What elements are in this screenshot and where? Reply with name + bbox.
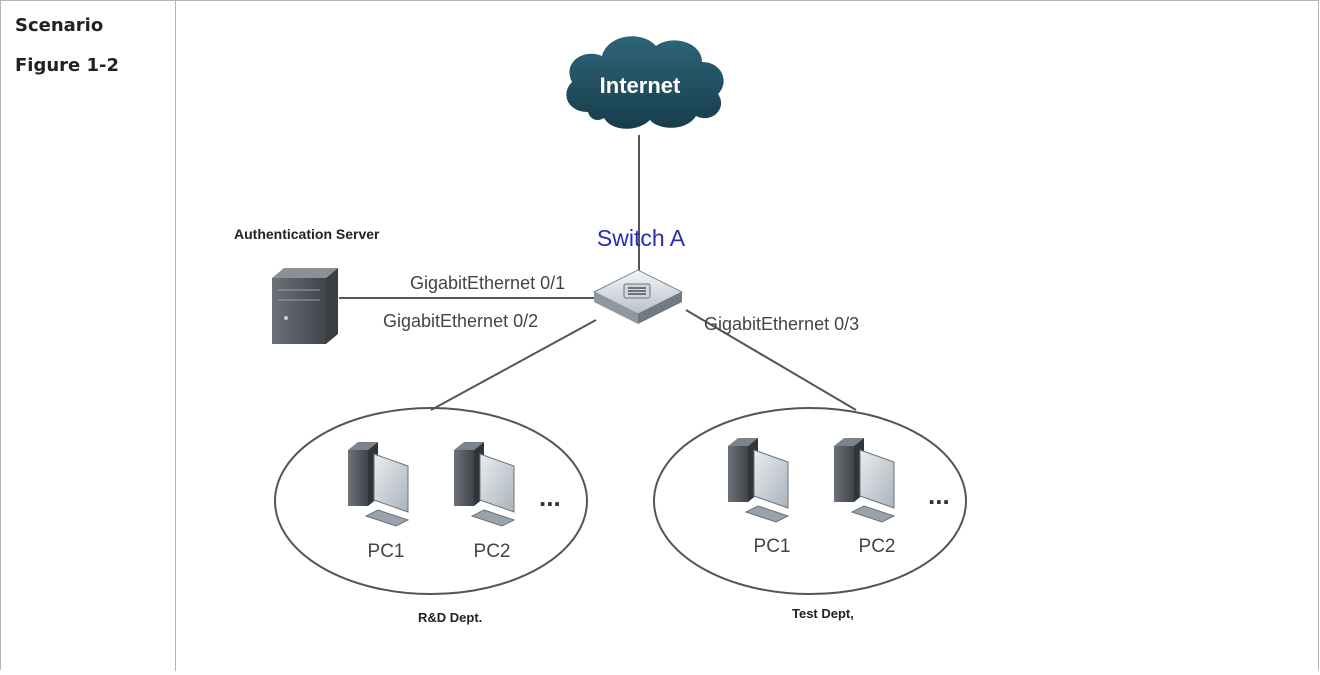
more-ellipsis: ... (928, 480, 950, 510)
internet-cloud-icon: Internet (566, 36, 724, 129)
auth-server-label: Authentication Server (234, 226, 380, 242)
label-cell: Scenario Figure 1-2 (1, 1, 176, 671)
switch-a-label: Switch A (597, 225, 686, 251)
pc-icon (728, 438, 790, 523)
pc1-label: PC1 (754, 536, 791, 557)
port-label-0-3: GigabitEthernet 0/3 (704, 314, 859, 334)
link-switch-test (685, 309, 857, 411)
pc-icon (348, 442, 410, 527)
scenario-label: Scenario (15, 15, 104, 36)
pc-icon (454, 442, 516, 527)
pc2-label: PC2 (474, 541, 511, 562)
group-rnd: PC1 PC2 ... R&D Dept. (274, 407, 588, 625)
group-ellipse (274, 407, 588, 595)
server-icon (272, 268, 338, 344)
port-label-0-2: GigabitEthernet 0/2 (383, 311, 538, 331)
internet-label: Internet (600, 73, 681, 98)
pc-icon (834, 438, 896, 523)
switch-icon (592, 269, 684, 324)
group-name-label: Test Dept, (792, 606, 854, 621)
group-name-label: R&D Dept. (418, 610, 482, 625)
connection-lines (339, 135, 857, 411)
group-ellipse (653, 407, 967, 595)
more-ellipsis: ... (539, 482, 561, 512)
link-switch-rnd (430, 319, 597, 411)
port-label-0-1: GigabitEthernet 0/1 (410, 273, 565, 293)
figure-label: Figure 1-2 (15, 55, 120, 76)
pc1-label: PC1 (368, 541, 405, 562)
pc2-label: PC2 (859, 536, 896, 557)
network-diagram: Internet Switch A Authentication Server … (176, 0, 1318, 670)
group-test: PC1 PC2 ... Test Dept, (653, 407, 967, 621)
